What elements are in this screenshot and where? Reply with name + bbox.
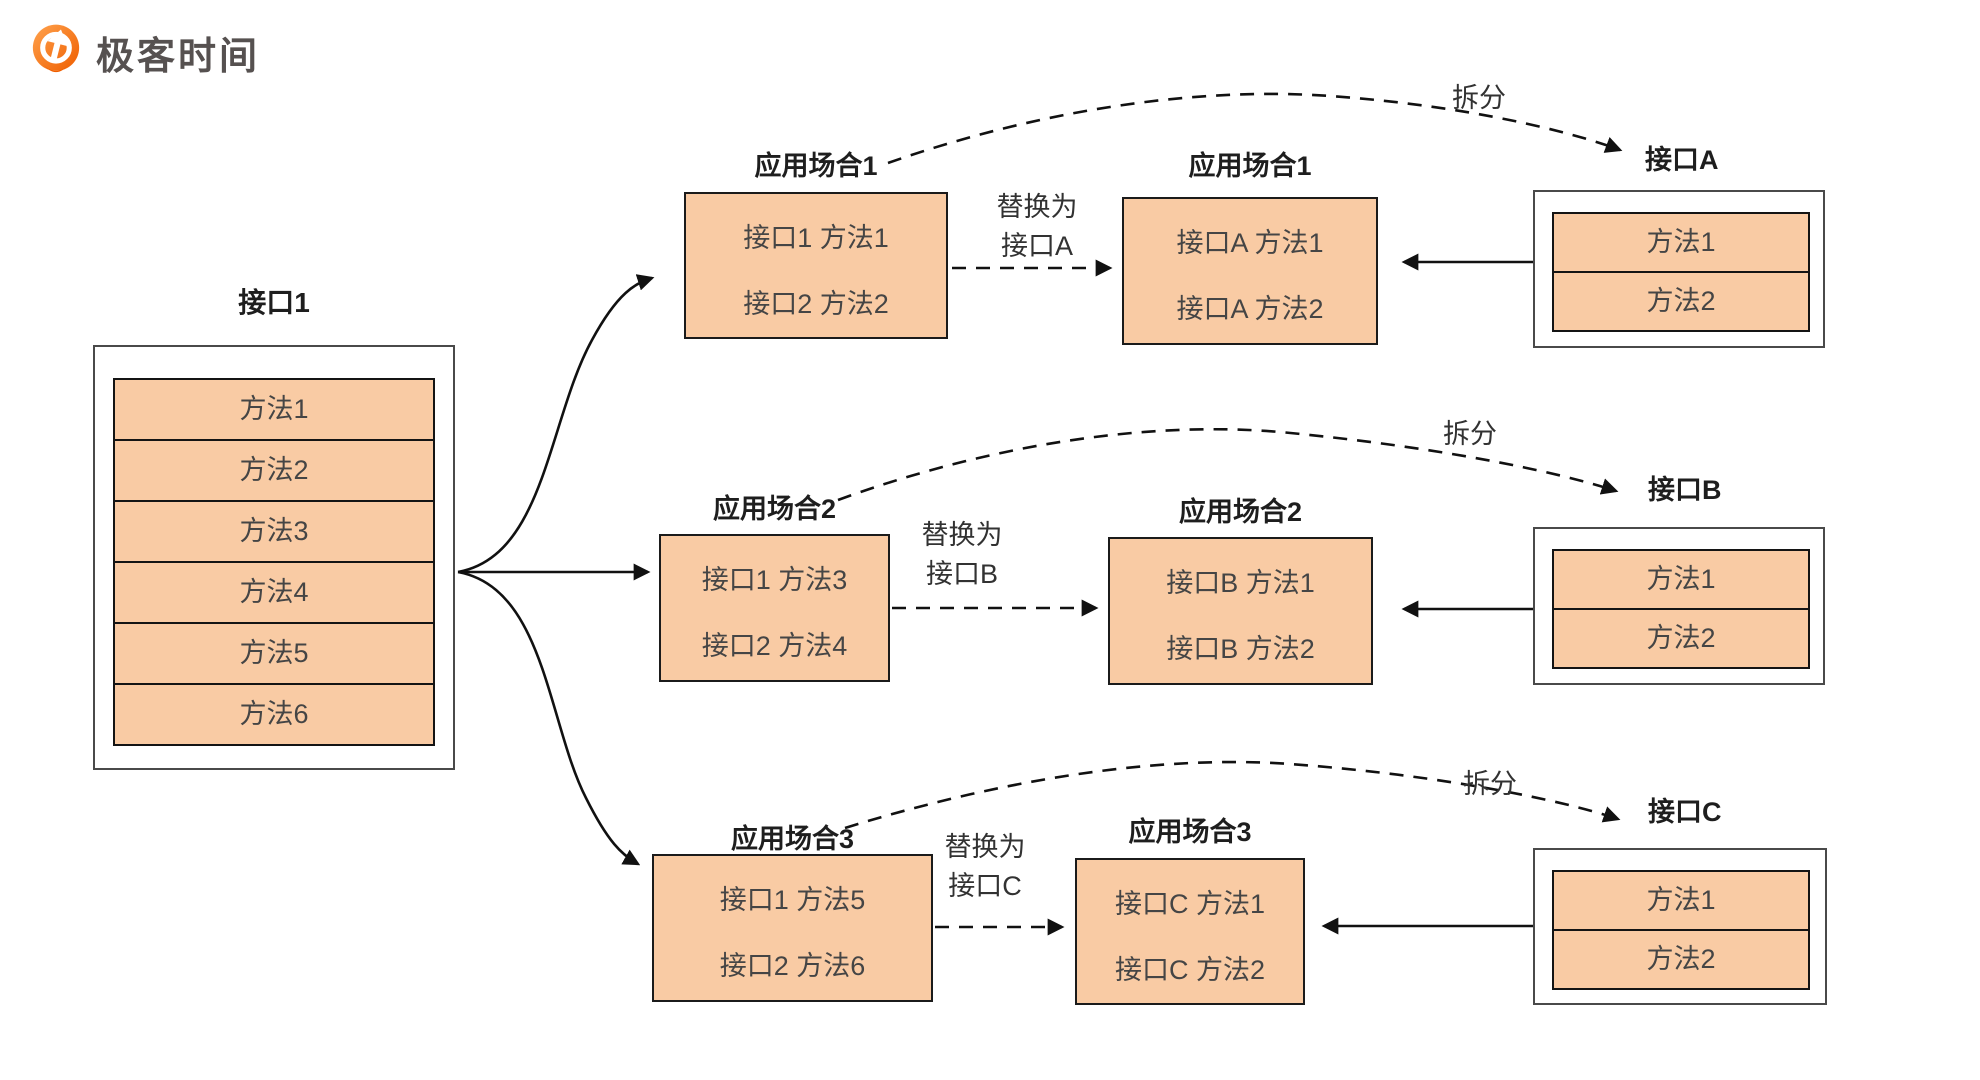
method-row: 方法2 — [1552, 271, 1810, 332]
scenario1-left-box: 接口1 方法1 接口2 方法2 — [684, 192, 948, 339]
branch-arrow-bottom — [457, 570, 641, 866]
replace-label-line: 接口B — [925, 559, 998, 589]
replace-label-3: 替换为 接口C — [900, 828, 1070, 906]
branch-arrow-top — [457, 274, 655, 574]
split-label-1: 拆分 — [1452, 83, 1506, 113]
logo-text: 极客时间 — [96, 35, 261, 78]
scenario1-left-title: 应用场合1 — [754, 151, 878, 181]
interfaceC-method-list: 方法1 方法2 — [1552, 870, 1810, 990]
replace-label-line: 替换为 — [944, 832, 1026, 862]
usage-line: 接口1 方法3 — [701, 565, 848, 595]
scenario2-right-box: 接口B 方法1 接口B 方法2 — [1108, 537, 1373, 685]
interfaceB-method-list: 方法1 方法2 — [1552, 549, 1810, 669]
method-row: 方法1 — [113, 378, 435, 441]
method-row: 方法1 — [1552, 870, 1810, 931]
interfaceB-title: 接口B — [1648, 475, 1722, 505]
split-label-3: 拆分 — [1463, 769, 1517, 799]
scenario2-right-title: 应用场合2 — [1178, 497, 1303, 527]
scenario3-right-box: 接口C 方法1 接口C 方法2 — [1075, 858, 1305, 1005]
scenario1-right-box: 接口A 方法1 接口A 方法2 — [1122, 197, 1378, 345]
logo: 极客时间 — [30, 22, 260, 82]
method-row: 方法5 — [113, 622, 435, 685]
scenario3-left-box: 接口1 方法5 接口2 方法6 — [652, 854, 933, 1002]
interfaceA-title: 接口A — [1645, 145, 1719, 175]
method-row: 方法1 — [1552, 549, 1810, 610]
interface1-title: 接口1 — [238, 287, 310, 318]
usage-line: 接口C 方法1 — [1114, 889, 1266, 919]
method-row: 方法2 — [1552, 608, 1810, 669]
replace-label-line: 替换为 — [921, 520, 1003, 550]
scenario3-left-title: 应用场合3 — [730, 824, 855, 854]
usage-line: 接口2 方法4 — [701, 631, 848, 661]
method-row: 方法1 — [1552, 212, 1810, 273]
scenario3-right-title: 应用场合3 — [1128, 817, 1252, 847]
method-row: 方法6 — [113, 683, 435, 746]
interfaceA-box: 方法1 方法2 — [1533, 190, 1825, 348]
replace-label-line: 接口A — [1000, 231, 1073, 261]
method-row: 方法2 — [113, 439, 435, 502]
method-row: 方法3 — [113, 500, 435, 563]
interfaceC-title: 接口C — [1648, 797, 1722, 827]
scenario2-left-title: 应用场合2 — [712, 494, 837, 524]
replace-label-1: 替换为 接口A — [952, 188, 1122, 266]
replace-label-line: 替换为 — [996, 192, 1078, 222]
interface1-box: 方法1 方法2 方法3 方法4 方法5 方法6 — [93, 345, 455, 770]
usage-line: 接口B 方法1 — [1166, 568, 1315, 598]
method-row: 方法4 — [113, 561, 435, 624]
scenario2-left-box: 接口1 方法3 接口2 方法4 — [659, 534, 890, 682]
usage-line: 接口1 方法1 — [743, 223, 889, 253]
interfaceC-box: 方法1 方法2 — [1533, 848, 1827, 1005]
interface1-method-list: 方法1 方法2 方法3 方法4 方法5 方法6 — [113, 378, 435, 746]
interfaceA-method-list: 方法1 方法2 — [1552, 212, 1810, 332]
usage-line: 接口C 方法2 — [1114, 955, 1266, 985]
usage-line: 接口2 方法2 — [743, 289, 889, 319]
usage-line: 接口B 方法2 — [1166, 634, 1315, 664]
replace-label-line: 接口C — [948, 871, 1022, 901]
usage-line: 接口A 方法2 — [1176, 294, 1324, 324]
split-label-2: 拆分 — [1443, 419, 1497, 449]
usage-line: 接口2 方法6 — [719, 951, 866, 981]
replace-label-2: 替换为 接口B — [877, 516, 1047, 594]
usage-line: 接口1 方法5 — [719, 885, 866, 915]
interfaceB-box: 方法1 方法2 — [1533, 527, 1825, 685]
geektime-logo-icon — [32, 24, 80, 73]
method-row: 方法2 — [1552, 929, 1810, 990]
scenario1-right-title: 应用场合1 — [1188, 151, 1312, 181]
usage-line: 接口A 方法1 — [1176, 228, 1324, 258]
